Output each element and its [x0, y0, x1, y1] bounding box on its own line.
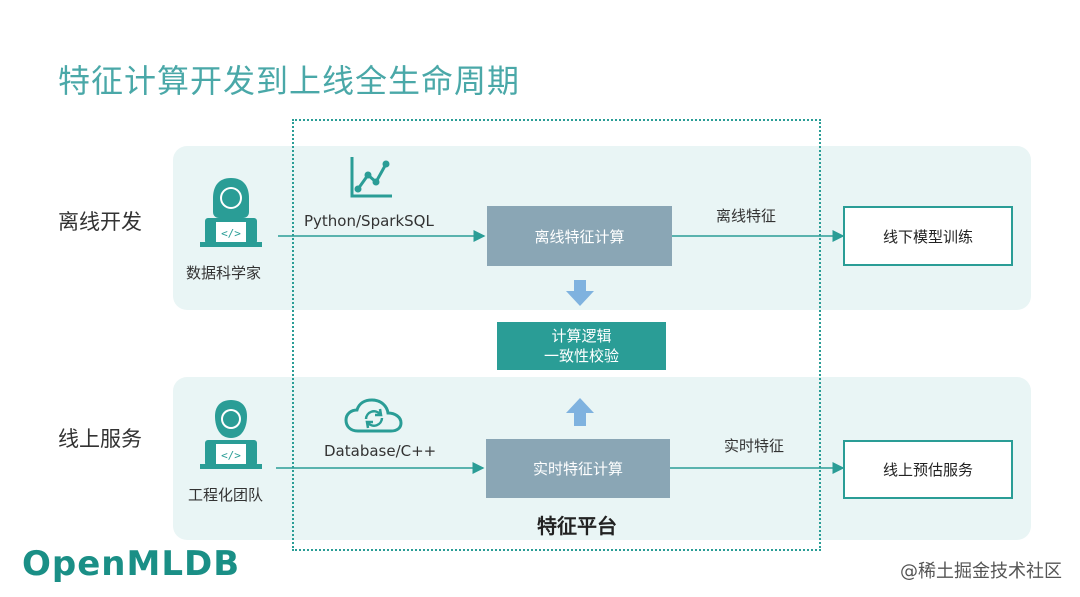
- openmldb-logo: OpenMLDB: [22, 544, 241, 584]
- svg-text:</>: </>: [221, 449, 241, 462]
- engineer-label: 工程化团队: [188, 486, 264, 504]
- offline-row-label: 离线开发: [58, 210, 142, 234]
- cloud-sync-icon: [344, 398, 404, 438]
- online-row-label: 线上服务: [58, 427, 142, 451]
- offline-compute-box: 离线特征计算: [487, 206, 672, 266]
- line-chart-icon: [349, 155, 393, 203]
- offline-tool-label: Python/SparkSQL: [304, 212, 434, 230]
- page-title: 特征计算开发到上线全生命周期: [58, 62, 521, 100]
- feature-platform-label: 特征平台: [537, 514, 617, 538]
- online-compute-box: 实时特征计算: [486, 439, 670, 498]
- data-scientist-label: 数据科学家: [186, 264, 262, 282]
- online-feature-label: 实时特征: [724, 437, 785, 455]
- consistency-line2: 一致性校验: [543, 347, 619, 365]
- up-arrow-icon: [566, 398, 594, 426]
- engineer-icon: </>: [200, 396, 262, 476]
- svg-text:</>: </>: [221, 227, 241, 240]
- watermark: @稀土掘金技术社区: [900, 561, 1062, 582]
- consistency-line1: 计算逻辑: [551, 327, 612, 345]
- down-arrow-icon: [566, 280, 594, 306]
- online-output-box: 线上预估服务: [843, 440, 1013, 499]
- offline-output-box: 线下模型训练: [843, 206, 1013, 266]
- online-tool-label: Database/C++: [324, 442, 437, 460]
- consistency-check-box: 计算逻辑 一致性校验: [497, 322, 666, 370]
- data-scientist-icon: </>: [200, 174, 262, 254]
- feature-platform-frame: [292, 119, 821, 551]
- offline-feature-label: 离线特征: [716, 207, 777, 225]
